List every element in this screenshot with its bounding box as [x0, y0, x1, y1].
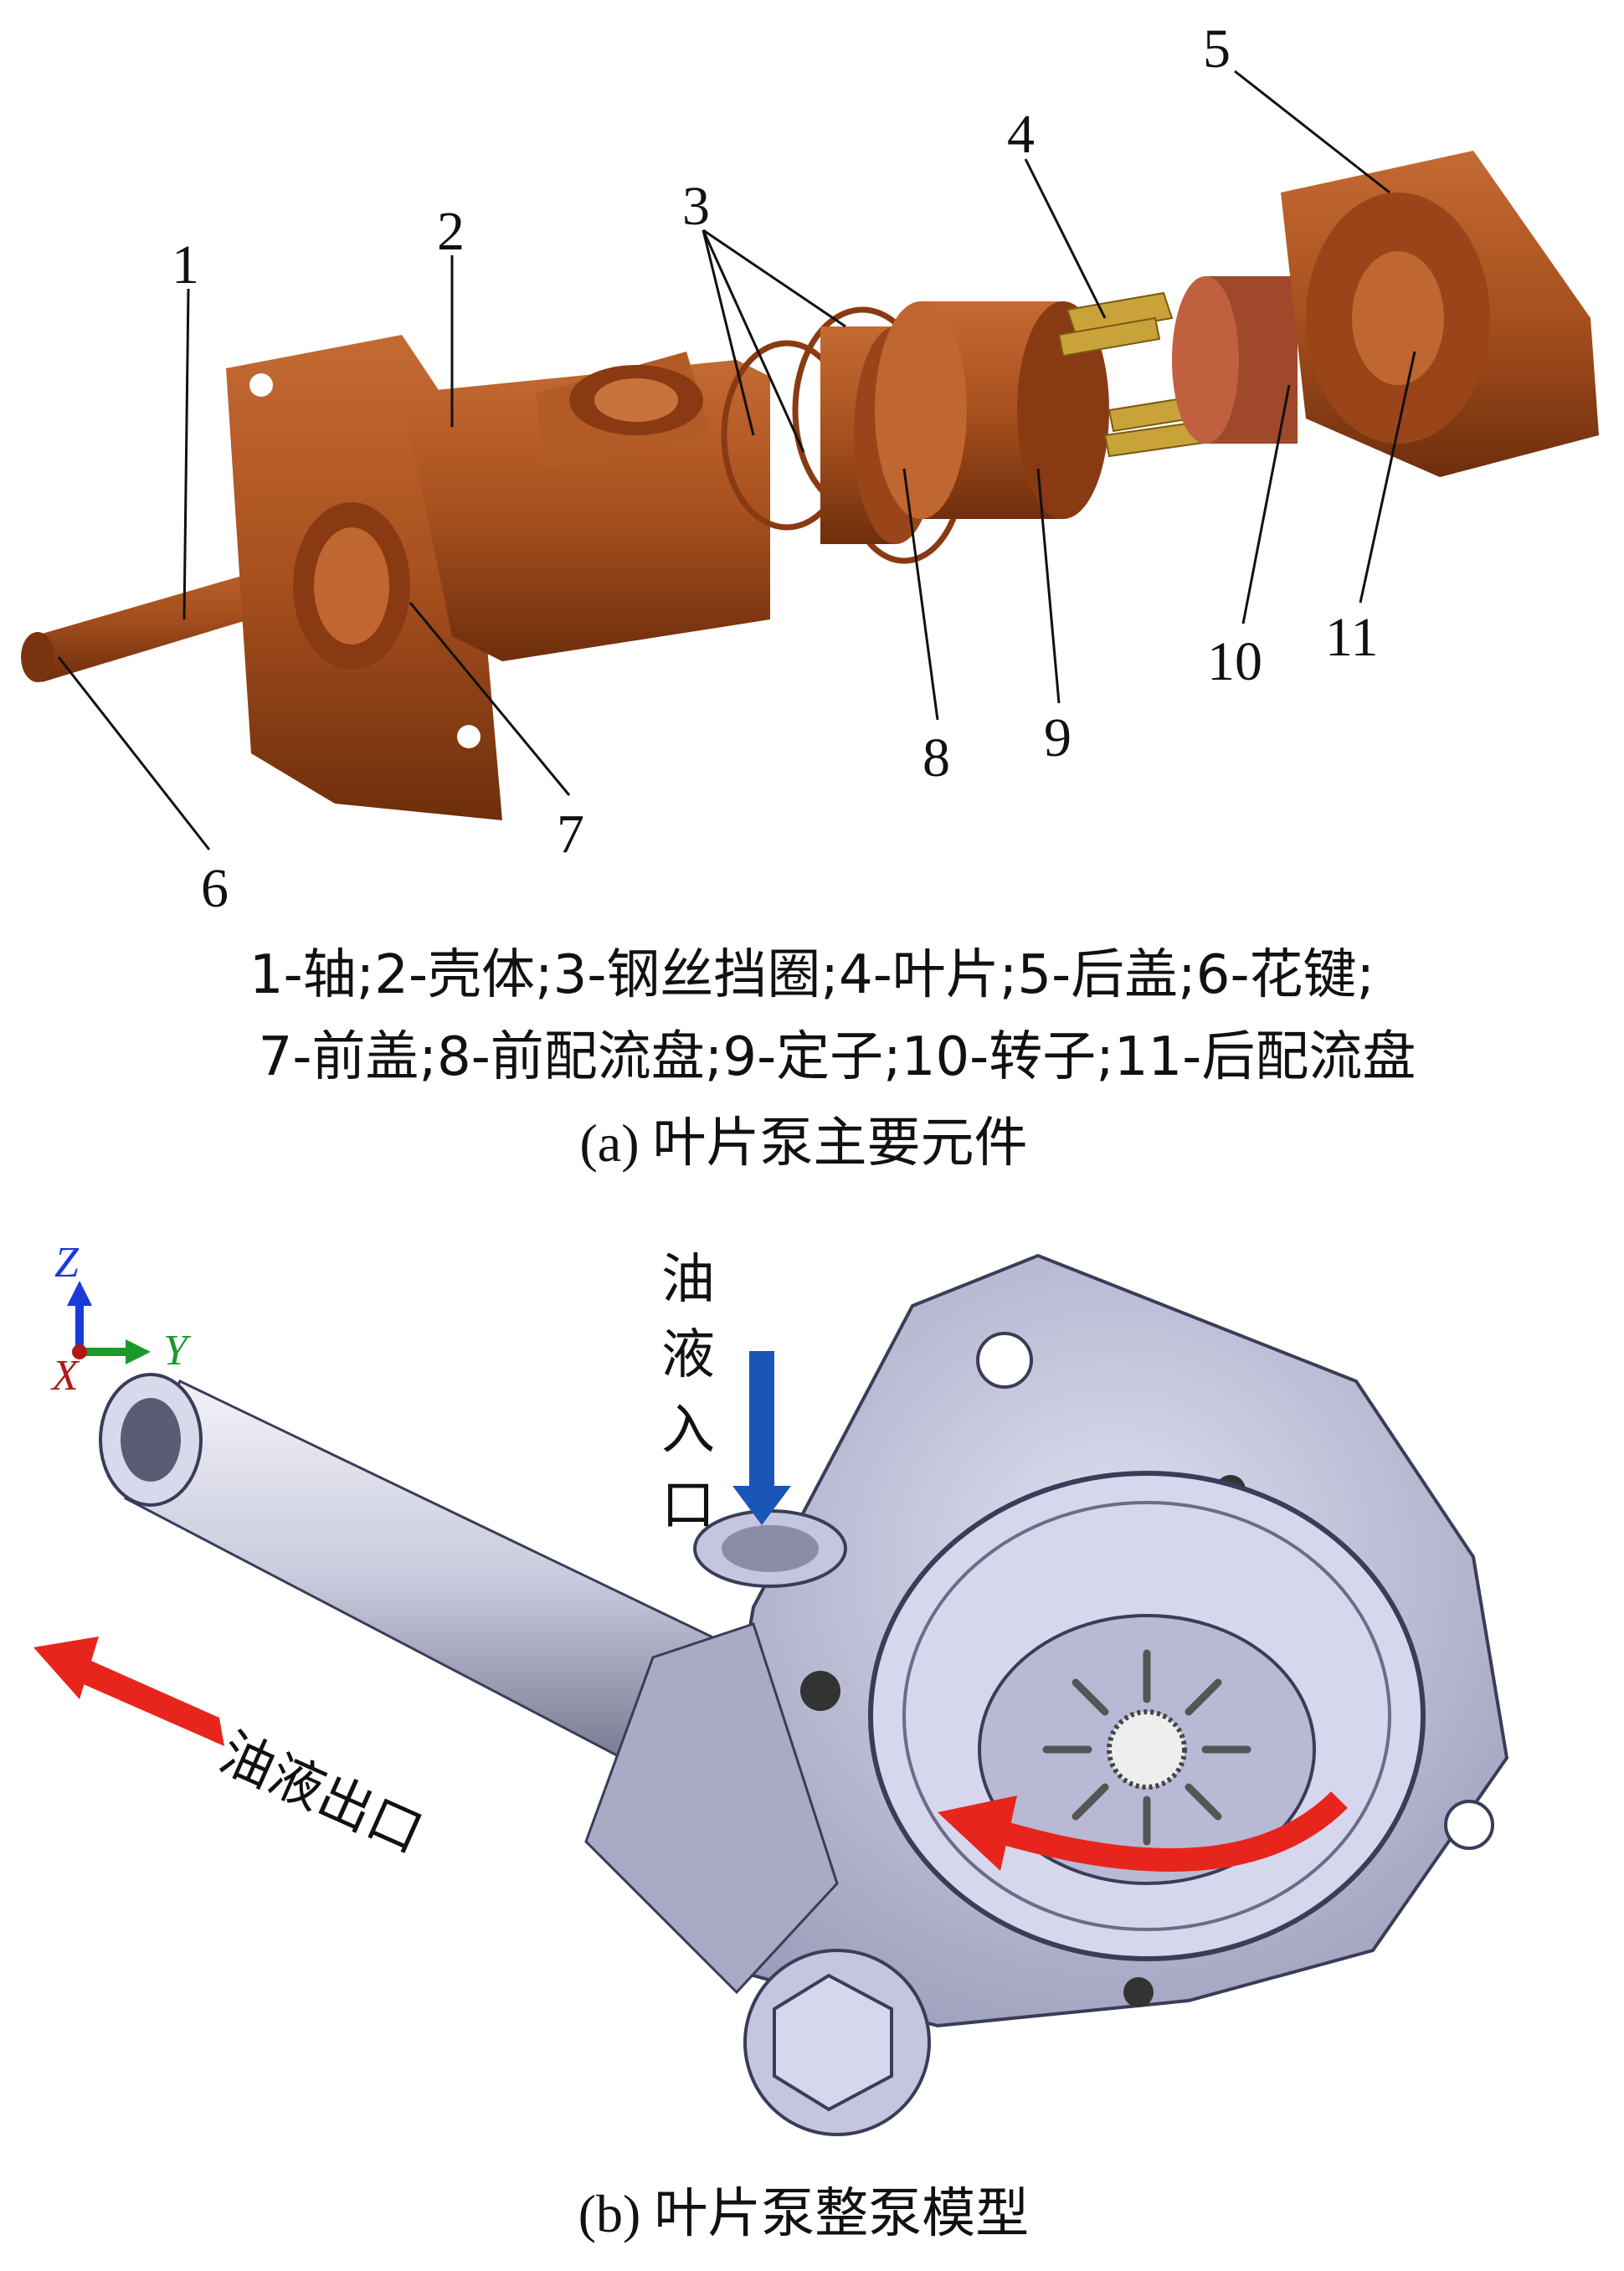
- label-3: 3: [682, 176, 710, 237]
- axis-triad: Z Y X: [50, 1239, 192, 1400]
- exploded-view: 1 2 3 4 5 6 7 8 9 10 11 1-轴;2-壳体;3-钢丝挡圈;…: [21, 18, 1599, 1173]
- inlet-label-4: 口: [661, 1475, 715, 1537]
- vane-slots: [1042, 1649, 1251, 1846]
- legend-line-2: 7-前盖;8-前配流盘;9-定子;10-转子;11-后配流盘: [259, 1026, 1416, 1088]
- rear-cover: [1281, 151, 1599, 477]
- leader-lines: [57, 69, 1416, 850]
- label-11: 11: [1325, 607, 1379, 668]
- inlet-arrow: [732, 1351, 791, 1525]
- label-4: 4: [1007, 104, 1035, 165]
- label-6: 6: [201, 858, 229, 919]
- axis-y-label: Y: [163, 1327, 192, 1374]
- caption-b: (b) 叶片泵整泵模型: [578, 2184, 1030, 2243]
- label-8: 8: [922, 727, 950, 789]
- axis-z-label: Z: [54, 1239, 80, 1287]
- inlet-label-2: 液: [661, 1324, 715, 1386]
- inlet-label-3: 入: [661, 1400, 715, 1462]
- label-10: 10: [1207, 631, 1262, 692]
- pump-model: Z Y X: [33, 1239, 1509, 2243]
- legend-line-1: 1-轴;2-壳体;3-钢丝挡圈;4-叶片;5-后盖;6-花键;: [249, 944, 1375, 1006]
- outlet-label: 油液出口: [210, 1722, 431, 1866]
- outlet-arrow: [33, 1636, 224, 1746]
- stator: [875, 301, 1109, 519]
- label-2: 2: [437, 201, 465, 262]
- label-1: 1: [172, 234, 199, 295]
- label-5: 5: [1203, 18, 1231, 80]
- inlet-label-1: 油: [661, 1249, 715, 1311]
- housing: [226, 335, 770, 820]
- caption-a: (a) 叶片泵主要元件: [579, 1113, 1027, 1173]
- label-7: 7: [557, 804, 584, 865]
- rotation-arrow: [1001, 1791, 1348, 1872]
- rotor: [1172, 276, 1298, 444]
- axis-x-label: X: [50, 1352, 80, 1400]
- label-9: 9: [1044, 707, 1072, 768]
